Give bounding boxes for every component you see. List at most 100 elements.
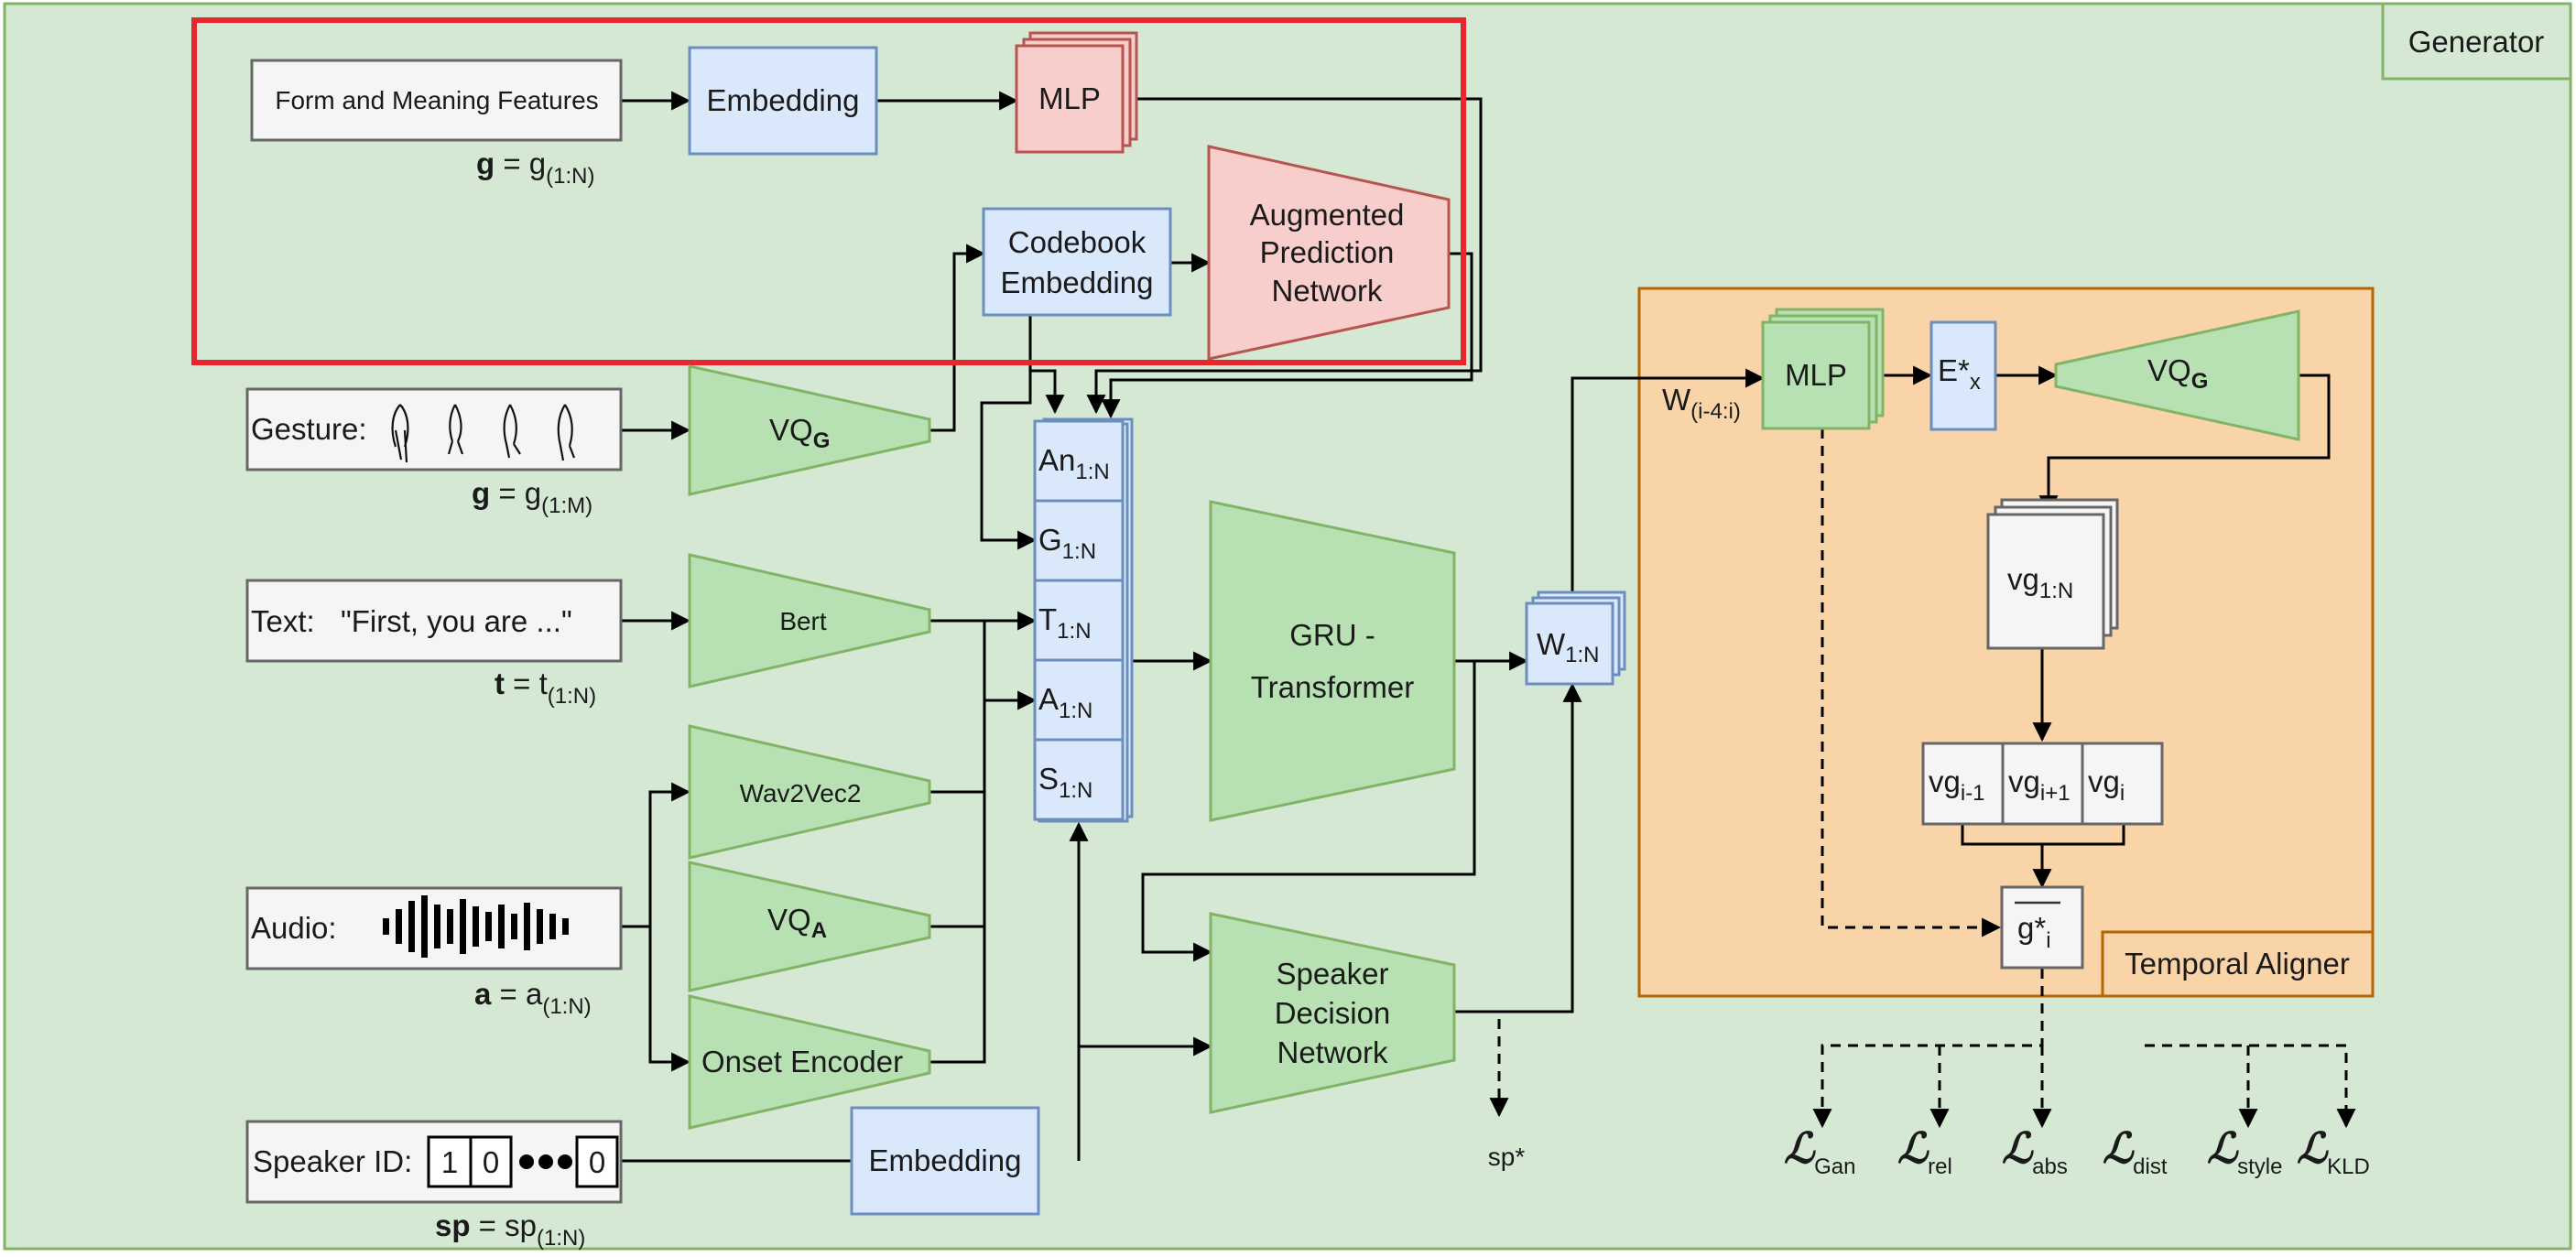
vg-cell-i+1: vgi+1 <box>2001 742 2084 826</box>
speaker-id-input: Speaker ID: 1 0 0 <box>245 1120 623 1204</box>
gesture-label: Gesture: <box>251 412 367 446</box>
vg-cell-i: vgi <box>2081 742 2164 826</box>
connectors <box>620 91 2331 1163</box>
vq-g-encoder: VQG <box>688 364 931 496</box>
vq-g-label: VQG <box>769 413 830 453</box>
window-label: W(i-4:i) <box>1662 383 1741 424</box>
svg-text:Speaker: Speaker <box>1277 957 1389 991</box>
embedding-top-box: Embedding <box>688 46 878 156</box>
waveform-icon <box>383 895 569 958</box>
speaker-caption: sp = sp(1:N) <box>435 1208 585 1251</box>
stack-cell-label: G1:N <box>1038 523 1096 564</box>
loss-rel: ℒrel <box>1897 1123 1952 1179</box>
speaker-bit-1: 1 <box>441 1145 458 1179</box>
vg-cell-label: vgi <box>2088 764 2125 806</box>
feature-stack: An1:N G1:N T1:N A1:N S1:N <box>1033 417 1134 823</box>
ex-box: E*x <box>1929 320 1997 431</box>
svg-text:Onset Encoder: Onset Encoder <box>701 1045 903 1078</box>
gesture-caption: g = g(1:M) <box>472 476 592 518</box>
vg-cells: vgi-1 vgi+1 vgi <box>1921 742 2164 826</box>
embedding-top-label: Embedding <box>707 83 860 117</box>
temporal-aligner-label-box: Temporal Aligner <box>2101 930 2375 998</box>
gesture-sketch-icon <box>391 404 576 463</box>
svg-text:Network: Network <box>1271 274 1383 308</box>
stack-cell-label: An1:N <box>1038 443 1110 484</box>
gesture-input: Gesture: <box>245 387 623 471</box>
stack-cell-label: S1:N <box>1038 762 1092 803</box>
svg-text:Network: Network <box>1277 1035 1388 1069</box>
audio-label: Audio: <box>251 911 337 945</box>
svg-text:Augmented: Augmented <box>1250 198 1405 232</box>
onset-encoder: Onset Encoder <box>688 994 931 1130</box>
speaker-decision-network: Speaker Decision Network <box>1209 912 1456 1114</box>
svg-text:MLP: MLP <box>1785 358 1847 392</box>
vg-stack-label: vg1:N <box>2007 562 2073 603</box>
svg-text:GRU -: GRU - <box>1289 618 1375 652</box>
aligner-mlp-stack: MLP <box>1761 308 1885 430</box>
svg-text:Decision: Decision <box>1275 996 1391 1030</box>
speaker-prediction-label: sp* <box>1488 1143 1526 1171</box>
text-label: Text: <box>251 604 315 638</box>
g-star-label: g*i <box>2017 911 2051 953</box>
text-input: Text: "First, you are ..." <box>245 579 623 663</box>
bert-encoder: Bert <box>688 553 931 688</box>
augmented-branch-highlight <box>191 17 1466 365</box>
loss-dist: ℒdist <box>2103 1123 2168 1179</box>
loss-abs: ℒabs <box>2002 1123 2068 1179</box>
embedding-bottom-box: Embedding <box>850 1106 1040 1216</box>
loss-kld: ℒKLD <box>2297 1123 2370 1179</box>
aligner-vq-label: VQG <box>2147 353 2208 394</box>
speaker-bit-2: 0 <box>483 1145 499 1179</box>
speaker-id-label: Speaker ID: <box>253 1144 412 1178</box>
speaker-bit-3: 0 <box>589 1145 605 1179</box>
stack-cell-label: T1:N <box>1038 602 1092 644</box>
svg-text:Bert: Bert <box>779 607 827 635</box>
w-stack-label: W1:N <box>1537 627 1600 667</box>
aligner-vq-g: VQG <box>2054 309 2300 441</box>
svg-text:Prediction: Prediction <box>1260 235 1395 269</box>
svg-text:Embedding: Embedding <box>869 1143 1022 1177</box>
dashed-connectors <box>1454 428 2356 1129</box>
stack-cell-an: An1:N <box>1033 419 1125 503</box>
vg-stack: vg1:N <box>1986 498 2119 650</box>
mlp-top-stack: MLP <box>1015 31 1138 154</box>
audio-input: Audio: <box>245 886 623 970</box>
codebook-embedding-box: Codebook Embedding <box>982 207 1172 317</box>
vg-cell-label: vgi-1 <box>1929 764 1985 806</box>
g-star-box: g*i <box>2000 885 2084 970</box>
vg-cell-i-1: vgi-1 <box>1921 742 2005 826</box>
stack-cell-label: A1:N <box>1038 682 1092 723</box>
svg-text:Wav2Vec2: Wav2Vec2 <box>740 779 862 807</box>
audio-caption: a = a(1:N) <box>474 977 592 1019</box>
svg-text:Codebook: Codebook <box>1008 225 1147 259</box>
stack-cell-s: S1:N <box>1033 738 1125 821</box>
stack-cell-g: G1:N <box>1033 499 1125 582</box>
temporal-aligner-label: Temporal Aligner <box>2125 947 2350 981</box>
loss-style: ℒstyle <box>2207 1123 2283 1179</box>
text-caption: t = t(1:N) <box>495 666 596 709</box>
stack-cell-a: A1:N <box>1033 658 1125 742</box>
gru-transformer: GRU - Transformer <box>1209 500 1456 822</box>
generator-label-box: Generator <box>2381 2 2572 81</box>
vg-cell-label: vgi+1 <box>2008 764 2071 806</box>
svg-text:Embedding: Embedding <box>1001 265 1154 299</box>
wav2vec2-encoder: Wav2Vec2 <box>688 724 931 860</box>
vq-a-encoder: VQA <box>688 861 931 992</box>
w-stack: W1:N <box>1525 591 1626 686</box>
mlp-top-label: MLP <box>1038 81 1101 115</box>
vq-a-label: VQA <box>767 903 827 943</box>
form-meaning-caption: g = g(1:N) <box>476 146 594 189</box>
form-meaning-label: Form and Meaning Features <box>275 86 598 114</box>
generator-label: Generator <box>2408 25 2545 59</box>
form-meaning-input: Form and Meaning Features <box>250 59 623 142</box>
ex-label: E*x <box>1938 353 1981 395</box>
loss-gan: ℒGan <box>1784 1123 1856 1179</box>
svg-text:Transformer: Transformer <box>1251 670 1414 704</box>
stack-cell-t: T1:N <box>1033 579 1125 662</box>
text-value: "First, you are ..." <box>341 604 572 638</box>
ellipsis-dots-icon <box>519 1154 572 1169</box>
augmented-prediction-network: Augmented Prediction Network <box>1207 145 1451 361</box>
